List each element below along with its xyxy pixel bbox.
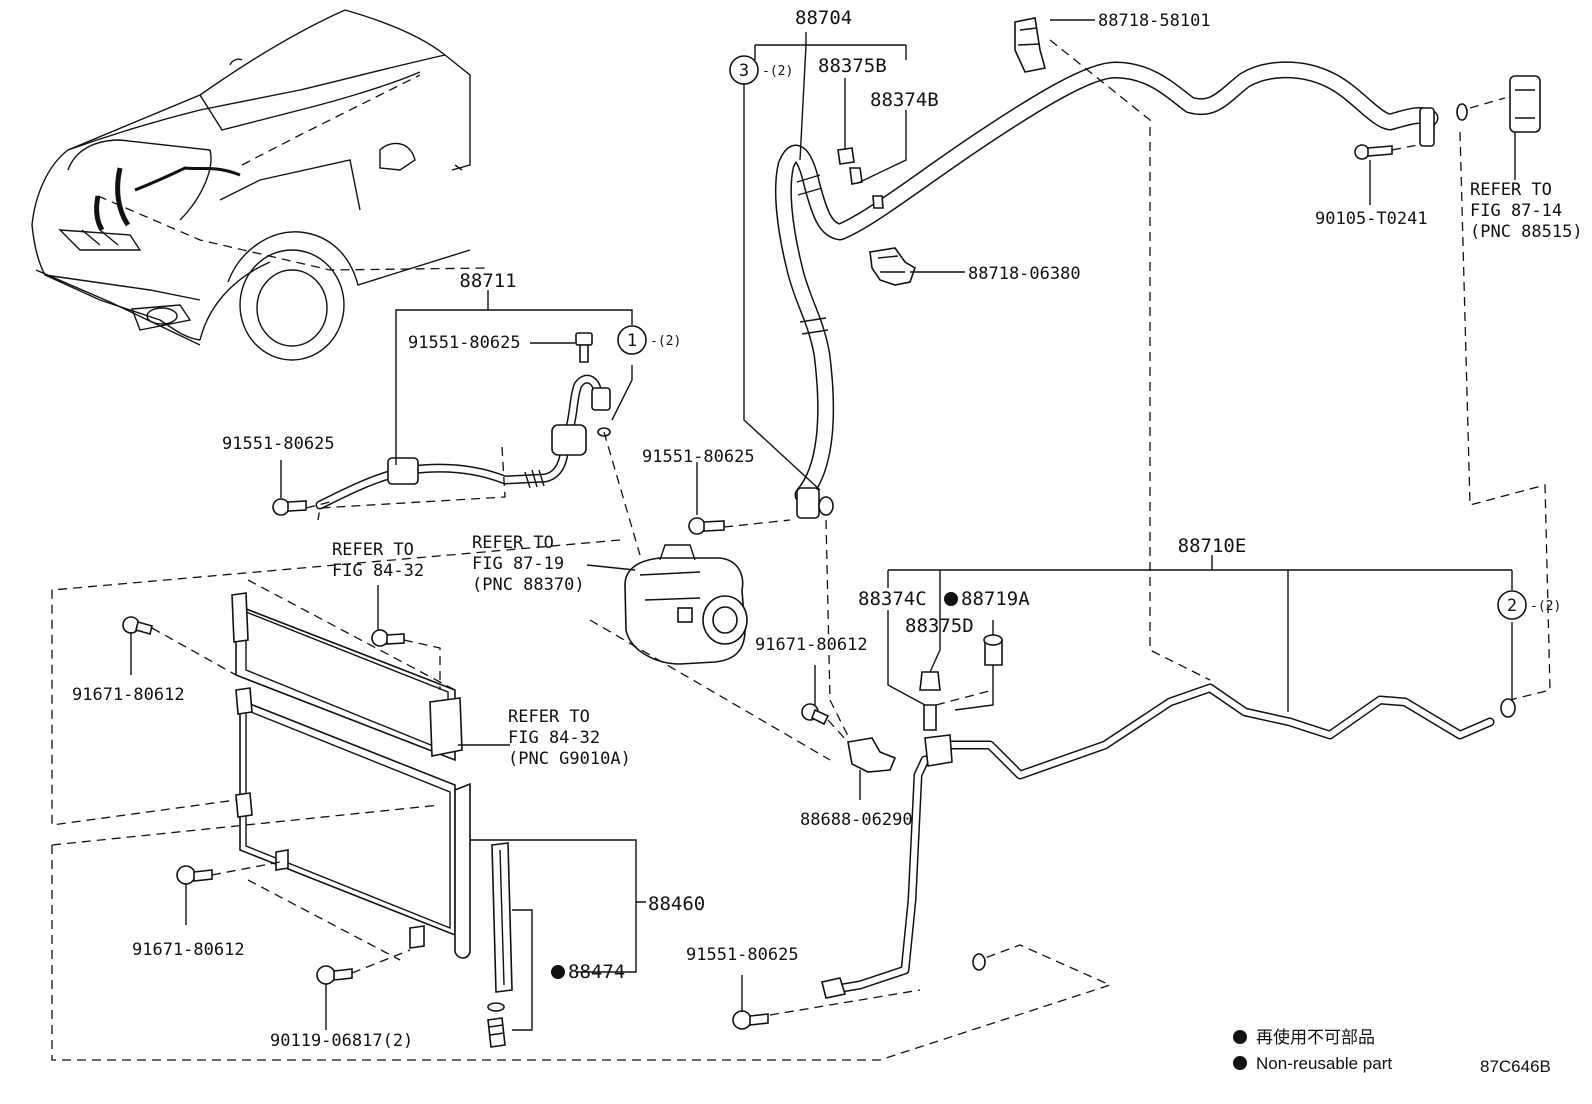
bolt-91551-80625-d[interactable] — [732, 1010, 769, 1030]
legend-dot-2 — [1233, 1056, 1247, 1070]
bolt-91551-80625-a[interactable] — [575, 332, 593, 363]
legend: 再使用不可部品 Non-reusable part — [1233, 1027, 1392, 1073]
bolt-91671-80612-c[interactable] — [176, 865, 213, 885]
clamp-88688-06290[interactable] — [847, 737, 897, 773]
label-88374C: 88374C — [858, 588, 927, 610]
svg-text:1: 1 — [627, 331, 637, 351]
callout-2: 2 -(2) — [1497, 590, 1561, 620]
callout-3: 3 -(2) — [729, 55, 793, 85]
non-reusable-dot-88474 — [551, 965, 565, 979]
label-88374B: 88374B — [870, 89, 939, 111]
label-91551-80625-a: 91551-80625 — [408, 333, 521, 353]
vehicle-location-sketch — [31, 9, 489, 361]
svg-text:REFER TO: REFER TO — [332, 540, 414, 560]
part-labels: 88704 88718-58101 88375B 88374B 88718-06… — [72, 7, 1428, 1051]
svg-text:REFER TO: REFER TO — [1470, 180, 1552, 200]
condenser-88460[interactable] — [235, 687, 471, 959]
label-91671-80612-a: 91671-80612 — [755, 635, 868, 655]
refer-note-fig-87-19: REFER TO FIG 87-19 (PNC 88370) — [472, 533, 585, 595]
label-88710E: 88710E — [1178, 535, 1247, 557]
label-88375B: 88375B — [818, 55, 887, 77]
label-88375D: 88375D — [905, 615, 974, 637]
label-88711: 88711 — [459, 270, 516, 292]
label-91551-80625-d: 91551-80625 — [686, 945, 799, 965]
label-90119-06817: 90119-06817(2) — [270, 1031, 413, 1051]
service-valve-cap-88375B[interactable] — [837, 147, 855, 165]
label-90105-t0241: 90105-T0241 — [1315, 209, 1428, 229]
legend-dot-1 — [1233, 1030, 1247, 1044]
dryer-filter-88474[interactable] — [487, 842, 513, 1048]
label-91551-80625-c: 91551-80625 — [642, 447, 755, 467]
discharge-hose-88711[interactable] — [315, 374, 611, 510]
label-88704: 88704 — [795, 7, 852, 29]
label-91671-80612-b: 91671-80612 — [72, 685, 185, 705]
service-valve-core-88374B[interactable] — [849, 167, 884, 209]
svg-text:(PNC 88370): (PNC 88370) — [472, 575, 585, 595]
dashed-connection-lines — [51, 39, 1551, 1061]
label-88719A: 88719A — [961, 588, 1030, 610]
refer-note-fig-84-32-upper: REFER TO FIG 84-32 — [332, 540, 424, 581]
svg-text:REFER TO: REFER TO — [472, 533, 554, 553]
clamp-88718-58101[interactable] — [1014, 17, 1047, 73]
svg-text:3: 3 — [739, 61, 749, 81]
service-valve-88374C[interactable] — [923, 704, 937, 731]
label-88718-06380: 88718-06380 — [968, 264, 1081, 284]
svg-text:2: 2 — [1507, 596, 1517, 616]
legend-english: Non-reusable part — [1256, 1054, 1392, 1073]
compressor-reference — [624, 544, 748, 665]
expansion-valve-block — [1456, 75, 1541, 133]
label-88718-58101: 88718-58101 — [1098, 11, 1211, 31]
label-88460: 88460 — [648, 893, 705, 915]
pressure-switch-88719A[interactable] — [983, 634, 1003, 666]
svg-text:-(2): -(2) — [650, 334, 681, 349]
bolt-91551-80625-b[interactable] — [272, 498, 307, 516]
svg-text:-(2): -(2) — [1530, 599, 1561, 614]
svg-text:(PNC G9010A): (PNC G9010A) — [508, 749, 631, 769]
svg-text:FIG 87-19: FIG 87-19 — [472, 554, 564, 574]
leader-lines — [130, 19, 1516, 1031]
clamp-88718-06380[interactable] — [869, 247, 916, 286]
svg-text:REFER TO: REFER TO — [508, 707, 590, 727]
svg-text:FIG 84-32: FIG 84-32 — [508, 728, 600, 748]
bolt-90119-06817[interactable] — [316, 965, 353, 985]
suction-hose-88704[interactable] — [774, 61, 1439, 519]
svg-text:FIG 84-32: FIG 84-32 — [332, 561, 424, 581]
legend-japanese: 再使用不可部品 — [1256, 1027, 1375, 1047]
callout-1: 1 -(2) — [617, 325, 681, 355]
svg-text:(PNC 88515): (PNC 88515) — [1470, 222, 1583, 242]
svg-text:FIG 87-14: FIG 87-14 — [1470, 201, 1562, 221]
svg-text:-(2): -(2) — [762, 64, 793, 79]
figure-code: 87C646B — [1480, 1057, 1551, 1076]
service-valve-cap-88375D[interactable] — [919, 671, 941, 691]
liquid-tube-88710E[interactable] — [821, 683, 1516, 999]
bolt-91671-80612-b[interactable] — [122, 616, 153, 635]
bolt-91551-80625-c[interactable] — [688, 517, 725, 535]
refer-note-fig-84-32-lower: REFER TO FIG 84-32 (PNC G9010A) — [508, 707, 631, 769]
label-88474: 88474 — [568, 961, 625, 983]
bolt-91671-80612-a[interactable] — [801, 703, 830, 726]
radiator-core-reference — [231, 592, 463, 762]
bolt-90105-t0241[interactable] — [1354, 144, 1393, 160]
bolt-fig-84-32 — [371, 629, 405, 647]
label-88688-06290: 88688-06290 — [800, 810, 913, 830]
label-91551-80625-b: 91551-80625 — [222, 434, 335, 454]
refer-note-fig-87-14: REFER TO FIG 87-14 (PNC 88515) — [1470, 180, 1583, 242]
label-91671-80612-c: 91671-80612 — [132, 940, 245, 960]
non-reusable-dot-88719A — [944, 592, 958, 606]
